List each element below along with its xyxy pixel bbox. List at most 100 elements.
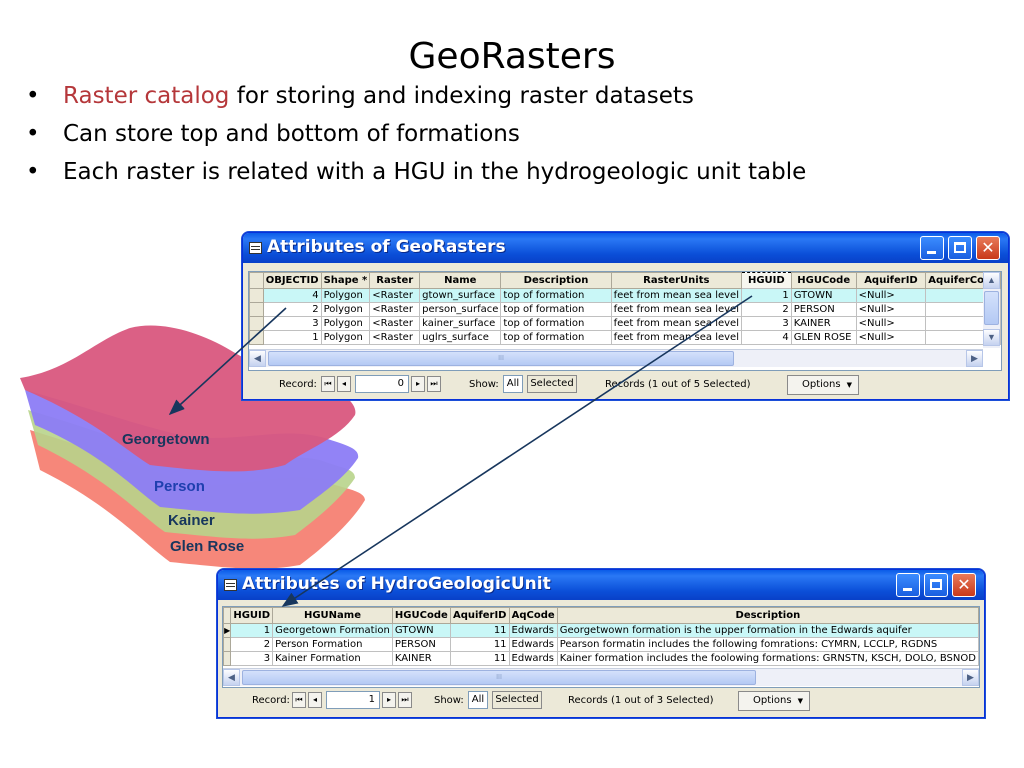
- table-cell[interactable]: Polygon: [320, 316, 371, 331]
- table-cell[interactable]: 3: [262, 316, 322, 331]
- table-cell[interactable]: <Null>: [855, 330, 927, 345]
- table-cell[interactable]: 1: [230, 623, 274, 638]
- table-cell[interactable]: Polygon: [320, 288, 371, 303]
- last-record-button[interactable]: ⏭: [398, 692, 412, 708]
- table-cell[interactable]: PERSON: [391, 637, 451, 652]
- previous-record-button[interactable]: ◂: [308, 692, 322, 708]
- previous-record-button[interactable]: ◂: [337, 376, 351, 392]
- table-row[interactable]: 1 Polygon <Raster uglrs_surface top of f…: [249, 330, 1001, 345]
- column-header[interactable]: Name: [419, 272, 502, 289]
- column-header[interactable]: AquiferCode: [925, 272, 1001, 289]
- row-selector[interactable]: [249, 330, 264, 345]
- horizontal-scroll-thumb[interactable]: III: [268, 351, 734, 366]
- column-header[interactable]: HGUID: [230, 607, 274, 624]
- table-cell[interactable]: [925, 330, 1001, 345]
- table-cell[interactable]: person_surface: [419, 302, 502, 317]
- table-cell[interactable]: 3: [740, 316, 792, 331]
- table-cell[interactable]: 11: [449, 623, 510, 638]
- close-button[interactable]: ✕: [952, 573, 976, 597]
- column-header[interactable]: HGUName: [272, 607, 393, 624]
- table-cell[interactable]: GTOWN: [790, 288, 857, 303]
- table-cell[interactable]: feet from mean sea level: [610, 330, 742, 345]
- table-cell[interactable]: 3: [230, 651, 274, 666]
- table-cell[interactable]: <Raster: [369, 302, 421, 317]
- table-cell[interactable]: 11: [449, 651, 510, 666]
- table-row[interactable]: 3 Polygon <Raster kainer_surface top of …: [249, 316, 1001, 331]
- table-cell[interactable]: 1: [740, 288, 792, 303]
- column-header[interactable]: Raster: [369, 272, 421, 289]
- table-cell[interactable]: 2: [262, 302, 322, 317]
- table-cell[interactable]: feet from mean sea level: [610, 302, 742, 317]
- table-cell[interactable]: feet from mean sea level: [610, 316, 742, 331]
- table-cell[interactable]: Person Formation: [272, 637, 393, 652]
- close-button[interactable]: ✕: [976, 236, 1000, 260]
- maximize-button[interactable]: [948, 236, 972, 260]
- show-selected-button[interactable]: Selected: [492, 691, 542, 709]
- column-header[interactable]: AquiferID: [449, 607, 510, 624]
- show-all-button[interactable]: All: [503, 375, 523, 393]
- table-row[interactable]: 2 Person Formation PERSON 11 Edwards Pea…: [223, 637, 979, 652]
- table-cell[interactable]: GLEN ROSE: [790, 330, 857, 345]
- next-record-button[interactable]: ▸: [411, 376, 425, 392]
- table-cell[interactable]: Edwards: [508, 651, 558, 666]
- last-record-button[interactable]: ⏭: [427, 376, 441, 392]
- column-header[interactable]: Shape *: [320, 272, 371, 289]
- column-header[interactable]: HGUCode: [391, 607, 451, 624]
- vertical-scroll-thumb[interactable]: [984, 291, 999, 325]
- column-header-selected[interactable]: HGUID: [740, 272, 792, 289]
- record-number-input[interactable]: 0: [355, 375, 409, 393]
- scroll-left-icon[interactable]: ◀: [249, 350, 266, 367]
- table-row[interactable]: 3 Kainer Formation KAINER 11 Edwards Kai…: [223, 651, 979, 666]
- table-cell[interactable]: top of formation: [500, 316, 612, 331]
- row-selector[interactable]: [223, 637, 232, 652]
- column-header[interactable]: RasterUnits: [610, 272, 742, 289]
- minimize-button[interactable]: [920, 236, 944, 260]
- table-cell[interactable]: Pearson formatin includes the following …: [556, 637, 979, 652]
- table-cell[interactable]: top of formation: [500, 288, 612, 303]
- table-cell[interactable]: <Raster: [369, 330, 421, 345]
- column-header[interactable]: HGUCode: [790, 272, 857, 289]
- table-cell[interactable]: top of formation: [500, 330, 612, 345]
- horizontal-scrollbar[interactable]: ◀ III ▶: [249, 349, 983, 367]
- table-cell[interactable]: KAINER: [391, 651, 451, 666]
- row-selector[interactable]: [223, 651, 232, 666]
- scroll-up-icon[interactable]: ▲: [983, 272, 1000, 289]
- table-cell[interactable]: KAINER: [790, 316, 857, 331]
- table-cell[interactable]: Kainer Formation: [272, 651, 393, 666]
- first-record-button[interactable]: ⏮: [292, 692, 306, 708]
- row-selector[interactable]: [249, 316, 264, 331]
- column-header[interactable]: Description: [500, 272, 612, 289]
- table-row[interactable]: 4 Polygon <Raster gtown_surface top of f…: [249, 288, 1001, 303]
- scroll-left-icon[interactable]: ◀: [223, 669, 240, 686]
- table-cell[interactable]: 2: [740, 302, 792, 317]
- show-selected-button[interactable]: Selected: [527, 375, 577, 393]
- column-header[interactable]: AqCode: [508, 607, 558, 624]
- window-titlebar[interactable]: Attributes of HydroGeologicUnit ✕: [218, 570, 984, 600]
- record-number-input[interactable]: 1: [326, 691, 380, 709]
- table-cell[interactable]: top of formation: [500, 302, 612, 317]
- row-selector[interactable]: [249, 302, 264, 317]
- vertical-scrollbar[interactable]: ▲ ▼: [983, 272, 1000, 348]
- table-row[interactable]: ▶ 1 Georgetown Formation GTOWN 11 Edward…: [223, 623, 979, 638]
- table-cell[interactable]: 4: [262, 288, 322, 303]
- horizontal-scroll-thumb[interactable]: III: [242, 670, 756, 685]
- table-cell[interactable]: <Raster: [369, 288, 421, 303]
- options-button[interactable]: Options ▼: [787, 375, 859, 395]
- first-record-button[interactable]: ⏮: [321, 376, 335, 392]
- table-cell[interactable]: Edwards: [508, 637, 558, 652]
- column-header[interactable]: Description: [556, 607, 979, 624]
- row-selector[interactable]: ▶: [223, 623, 232, 638]
- window-titlebar[interactable]: Attributes of GeoRasters ✕: [243, 233, 1008, 263]
- table-row[interactable]: 2 Polygon <Raster person_surface top of …: [249, 302, 1001, 317]
- row-selector[interactable]: [249, 288, 264, 303]
- table-cell[interactable]: <Null>: [855, 288, 927, 303]
- table-cell[interactable]: Kainer formation includes the foolowing …: [556, 651, 979, 666]
- table-cell[interactable]: <Raster: [369, 316, 421, 331]
- table-cell[interactable]: Polygon: [320, 330, 371, 345]
- table-cell[interactable]: Georgetwown formation is the upper forma…: [556, 623, 979, 638]
- options-button[interactable]: Options ▼: [738, 691, 810, 711]
- table-cell[interactable]: Polygon: [320, 302, 371, 317]
- scroll-down-icon[interactable]: ▼: [983, 329, 1000, 346]
- table-cell[interactable]: feet from mean sea level: [610, 288, 742, 303]
- table-cell[interactable]: 11: [449, 637, 510, 652]
